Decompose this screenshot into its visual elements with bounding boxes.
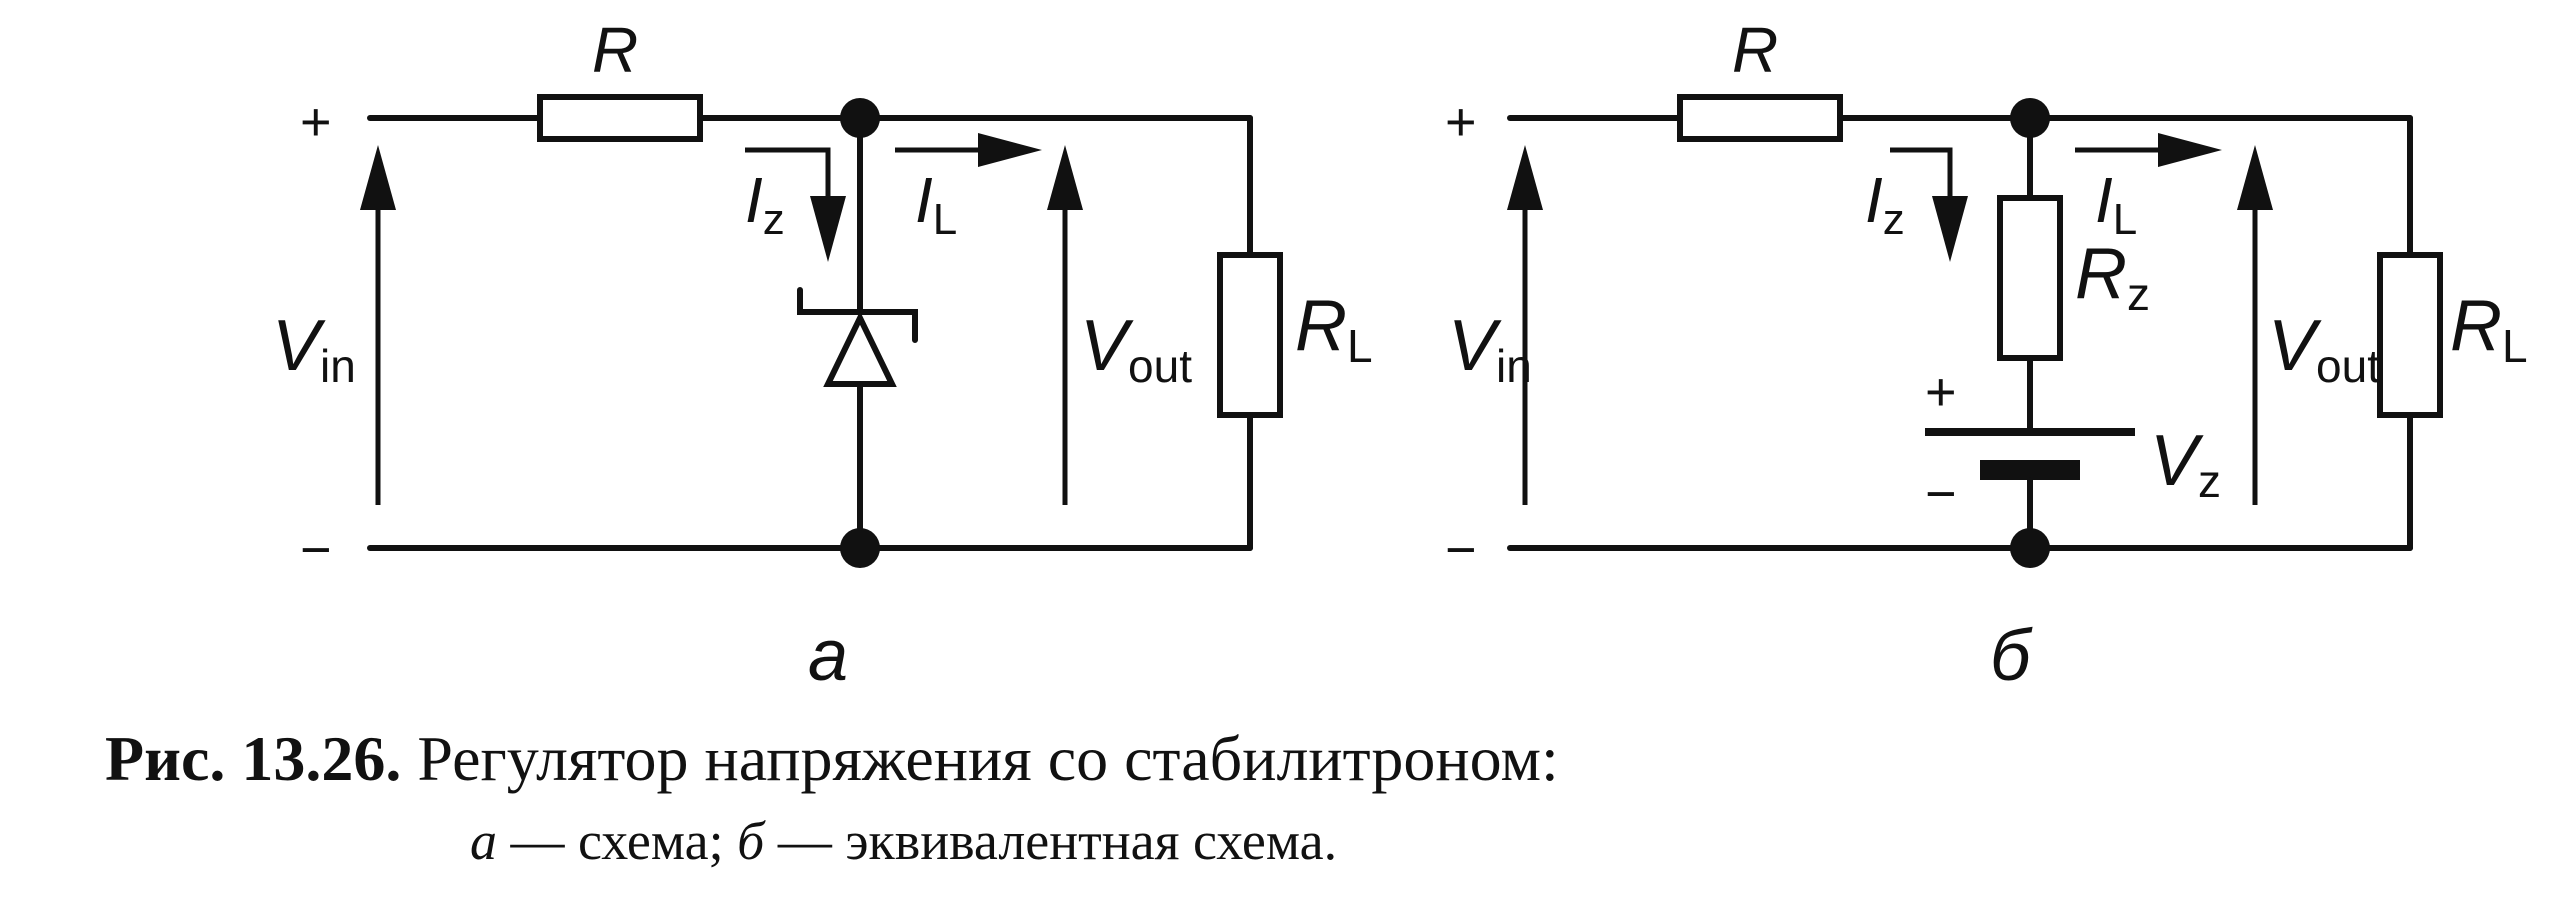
caption-part-a: а <box>470 811 497 871</box>
label-a-iz: Iz <box>745 164 785 244</box>
resistor-b-rl <box>2377 252 2443 418</box>
label-b-vin: Vin <box>1448 306 1532 392</box>
label-a-rl: RL <box>1295 286 1373 372</box>
label-b-rz: Rz <box>2075 234 2150 320</box>
junction-a-bottom <box>840 528 880 568</box>
junction-a-top <box>840 98 880 138</box>
label-b-vout: Vout <box>2268 306 2380 392</box>
caption-fig-number: Рис. 13.26. <box>105 723 402 794</box>
arrow-a-il-head <box>978 133 1042 167</box>
figure-caption-legend: а — схема; б — эквивалентная схема. <box>470 810 2549 872</box>
caption-title: Регулятор напряжения со стабилитроном: <box>401 723 1559 794</box>
resistor-b-rz <box>1997 195 2063 361</box>
arrow-a-iz-head <box>810 196 846 262</box>
label-b-batt-plus: + <box>1925 362 1957 422</box>
label-b-plus: + <box>1445 92 1477 152</box>
resistor-a-r <box>537 94 703 142</box>
junction-b-top <box>2010 98 2050 138</box>
junction-b-bottom <box>2010 528 2050 568</box>
label-b-minus: − <box>1445 520 1477 580</box>
arrow-b-vin-head <box>1507 145 1543 210</box>
label-a-sublabel: а <box>808 616 848 696</box>
resistor-a-rl <box>1217 252 1283 418</box>
label-a-r: R <box>592 14 638 86</box>
label-b-rl: RL <box>2450 286 2528 372</box>
arrow-a-iz-shaft <box>745 147 831 200</box>
label-a-vin: Vin <box>272 306 356 392</box>
label-b-il: IL <box>2095 164 2137 244</box>
label-a-plus: + <box>300 92 332 152</box>
label-b-r: R <box>1732 14 1778 86</box>
label-a-vout: Vout <box>1080 306 1192 392</box>
arrow-b-vout-head <box>2237 145 2273 210</box>
label-b-vz: Vz <box>2150 421 2221 507</box>
arrow-b-iz-head <box>1932 196 1968 262</box>
diagram-b: + − R Iz IL Rz Vin Vout RL Vz + − б <box>1445 14 2528 696</box>
arrow-a-vout-head <box>1047 145 1083 210</box>
label-a-il: IL <box>915 164 957 244</box>
zener-a-triangle <box>823 311 897 387</box>
label-b-sublabel: б <box>1990 616 2033 696</box>
arrow-b-il-head <box>2158 133 2222 167</box>
resistor-b-r <box>1677 94 1843 142</box>
label-b-iz: Iz <box>1865 164 1905 244</box>
figure-caption-title: Рис. 13.26. Регулятор напряжения со стаб… <box>105 722 2549 796</box>
caption-part-a-text: — схема; <box>497 811 738 871</box>
caption-part-b: б <box>737 811 765 871</box>
label-b-batt-minus: − <box>1925 464 1957 524</box>
arrow-a-vin-head <box>360 145 396 210</box>
zener-a-cathode-bar <box>797 287 918 343</box>
caption-part-b-text: — эквивалентная схема. <box>764 811 1338 871</box>
arrow-b-iz-shaft <box>1890 147 1953 200</box>
diagram-a: + − R Iz IL Vin Vout RL а <box>272 14 1373 696</box>
label-a-minus: − <box>300 520 332 580</box>
